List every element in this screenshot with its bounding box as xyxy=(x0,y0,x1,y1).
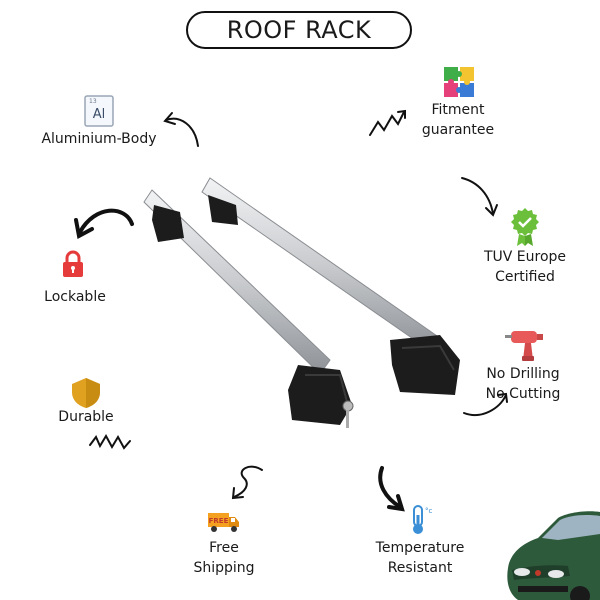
tuv-label-line2: Certified xyxy=(495,269,555,285)
temperature-label-line2: Resistant xyxy=(387,560,453,576)
roof-rack-image xyxy=(143,177,460,428)
padlock-icon xyxy=(63,250,83,277)
durable-label: Durable xyxy=(58,409,114,425)
arrow-drilling xyxy=(463,394,507,416)
arrowhead-drilling xyxy=(497,392,508,403)
arrow-aluminium xyxy=(165,117,199,147)
free-badge-text: FREE xyxy=(209,517,229,525)
arrowhead-tuv xyxy=(485,204,498,217)
arrowhead-fitment xyxy=(397,109,406,119)
drilling-label-line1: No Drilling xyxy=(486,366,560,382)
shipping-label-line2: Shipping xyxy=(193,560,255,576)
aluminium-element-icon: 13 Al xyxy=(84,95,114,127)
arrow-shipping xyxy=(233,465,263,498)
temperature-unit: °c xyxy=(425,507,433,515)
arrowhead-temperature xyxy=(387,494,405,512)
arrowhead-aluminium xyxy=(163,112,176,125)
arrow-tuv xyxy=(461,177,494,215)
foot-rear-bottom xyxy=(390,335,460,395)
squiggle-fitment xyxy=(369,111,405,136)
foot-front-top xyxy=(152,205,184,242)
car-image xyxy=(507,511,600,600)
shield-icon xyxy=(72,378,100,408)
drill-icon xyxy=(505,331,543,361)
foot-front-bottom xyxy=(288,365,352,425)
arrowhead-lockable xyxy=(74,218,94,240)
temperature-label-line1: Temperature xyxy=(375,540,465,556)
aluminium-icon-symbol: Al xyxy=(93,107,106,122)
fitment-label-line1: Fitment xyxy=(431,102,485,118)
rear-bar xyxy=(201,177,441,353)
lockable-label: Lockable xyxy=(44,289,106,305)
aluminium-label: Aluminium-Body xyxy=(41,131,157,147)
arrow-temperature xyxy=(378,466,402,509)
tuv-label-line1: TUV Europe xyxy=(483,249,567,265)
puzzle-icon xyxy=(444,67,474,97)
key-icon xyxy=(342,400,354,428)
aluminium-icon-number: 13 xyxy=(89,98,97,105)
thermometer-icon: °c xyxy=(413,505,433,534)
certified-badge-icon xyxy=(511,208,539,246)
arrowhead-shipping xyxy=(231,487,244,500)
shipping-label-line1: Free xyxy=(209,540,239,556)
fitment-label-line2: guarantee xyxy=(421,122,495,138)
arrow-lockable xyxy=(78,208,134,234)
squiggle-durable xyxy=(89,433,131,450)
page-title: ROOF RACK xyxy=(186,11,412,49)
foot-rear-top xyxy=(208,195,238,225)
aluminium-feature: 13 Al xyxy=(84,95,114,127)
delivery-truck-icon: FREE xyxy=(208,513,239,532)
